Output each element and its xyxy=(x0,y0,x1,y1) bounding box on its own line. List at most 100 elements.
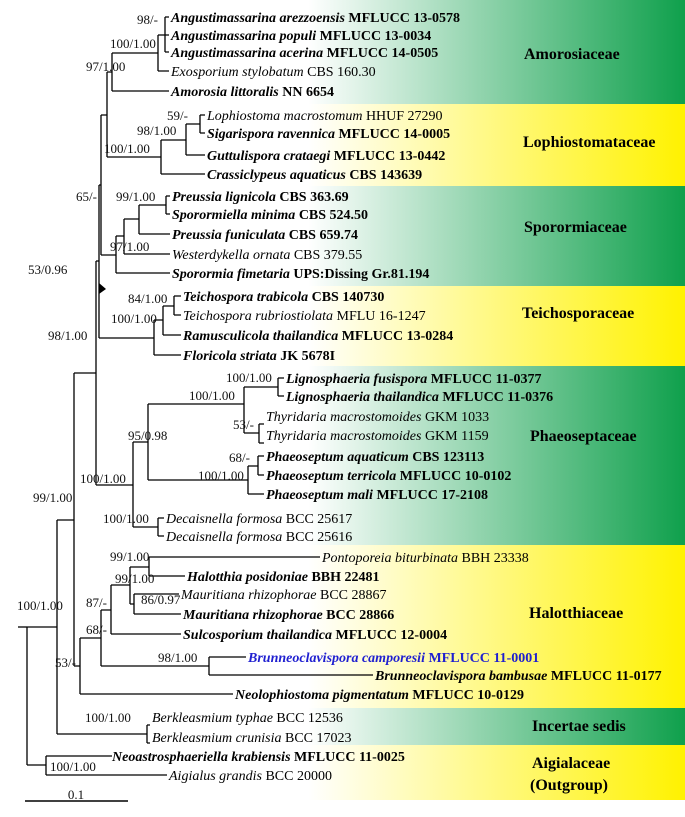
taxon-name: Thyridaria macrostomoides xyxy=(266,429,422,444)
taxon-strain: MFLUCC 17-2108 xyxy=(373,488,488,503)
support-value: 100/1.00 xyxy=(85,710,131,725)
taxon-strain: MFLUCC 11-0377 xyxy=(427,372,541,387)
taxon-name: Teichospora rubriostiolata xyxy=(183,309,333,324)
taxon-strain: MFLUCC 12-0004 xyxy=(332,628,447,643)
family-label: Amorosiaceae xyxy=(524,46,620,63)
taxon-name: Neoastrosphaeriella krabiensis xyxy=(111,750,291,765)
band-lophiostomataceae xyxy=(0,104,685,186)
taxon-label: Exosporium stylobatum CBS 160.30 xyxy=(170,65,376,80)
taxon-name: Pontoporeia biturbinata xyxy=(321,551,458,566)
taxon-name: Neolophiostoma pigmentatum xyxy=(234,688,409,703)
taxon-label: Amorosia littoralis NN 6654 xyxy=(170,85,334,100)
taxon-name: Brunneoclavispora bambusae xyxy=(374,669,547,684)
taxon-strain: MFLU 16-1247 xyxy=(333,309,426,324)
taxon-name: Sigarispora ravennica xyxy=(207,127,335,142)
taxon-strain: NN 6654 xyxy=(279,85,334,100)
taxon-strain: BCC 20000 xyxy=(262,769,332,784)
band-halotthiaceae xyxy=(0,545,685,708)
tree-branches xyxy=(18,16,373,776)
taxon-label: Lignosphaeria fusispora MFLUCC 11-0377 xyxy=(285,372,542,387)
taxon-strain: CBS 160.30 xyxy=(304,65,376,80)
taxon-name: Exosporium stylobatum xyxy=(170,65,304,80)
support-value: 100/1.00 xyxy=(50,759,96,774)
taxon-label: Ramusculicola thailandica MFLUCC 13-0284 xyxy=(182,329,453,344)
taxon-strain: MFLUCC 13-0442 xyxy=(330,149,445,164)
taxon-strain: BBH 23338 xyxy=(458,551,529,566)
taxon-label: Sporormia fimetaria UPS:Dissing Gr.81.19… xyxy=(172,267,429,282)
taxon-strain: BCC 28867 xyxy=(316,588,386,603)
family-label: Phaeoseptaceae xyxy=(530,428,637,445)
taxon-label: Preussia funiculata CBS 659.74 xyxy=(172,228,358,243)
family-bands xyxy=(0,0,685,800)
support-value: 86/0.97 xyxy=(141,592,181,607)
support-value: 53/- xyxy=(55,655,76,670)
support-value: 98/1.00 xyxy=(137,123,176,138)
scale-bar-label: 0.1 xyxy=(68,787,84,802)
support-value: 87/- xyxy=(86,595,107,610)
support-value: 68/- xyxy=(86,622,107,637)
taxon-strain: MFLUCC 11-0001 xyxy=(425,651,539,666)
taxon-strain: CBS 659.74 xyxy=(285,228,358,243)
taxon-label: Neoastrosphaeriella krabiensis MFLUCC 11… xyxy=(111,750,405,765)
taxon-strain: CBS 140730 xyxy=(308,290,384,305)
taxon-strain: CBS 123113 xyxy=(409,450,484,465)
family-label: Aigialaceae xyxy=(532,755,610,772)
taxon-label: Sporormiella minima CBS 524.50 xyxy=(172,208,368,223)
taxa-labels: Angustimassarina arezzoensis MFLUCC 13-0… xyxy=(111,11,662,784)
taxon-strain: BCC 25617 xyxy=(282,512,352,527)
taxon-name: Mauritiana rhizophorae xyxy=(180,588,316,603)
support-value: 65/- xyxy=(76,189,97,204)
taxon-name: Teichospora trabicola xyxy=(183,290,308,305)
taxon-label: Brunneoclavispora bambusae MFLUCC 11-017… xyxy=(374,669,662,684)
taxon-name: Preussia lignicola xyxy=(172,190,276,205)
taxon-label: Halotthia posidoniae BBH 22481 xyxy=(186,570,380,585)
taxon-label: Sigarispora ravennica MFLUCC 14-0005 xyxy=(207,127,450,142)
taxon-strain: UPS:Dissing Gr.81.194 xyxy=(290,267,430,282)
taxon-name: Preussia funiculata xyxy=(172,228,285,243)
taxon-name: Decaisnella formosa xyxy=(165,512,282,527)
band-incertae-sedis xyxy=(0,708,685,745)
taxon-strain: MFLUCC 10-0129 xyxy=(409,688,524,703)
taxon-strain: BCC 25616 xyxy=(282,530,352,545)
taxon-label: Thyridaria macrostomoides GKM 1033 xyxy=(266,410,489,425)
taxon-strain: MFLUCC 13-0034 xyxy=(316,29,431,44)
taxon-label: Teichospora trabicola CBS 140730 xyxy=(183,290,384,305)
taxon-strain: CBS 379.55 xyxy=(290,248,362,263)
support-value: 100/1.00 xyxy=(226,370,272,385)
taxon-name: Berkleasmium typhae xyxy=(152,711,273,726)
family-label-sub: (Outgroup) xyxy=(530,777,608,794)
family-label: Lophiostomataceae xyxy=(523,134,655,151)
taxon-name: Lignosphaeria thailandica xyxy=(285,390,439,405)
support-value: 99/1.00 xyxy=(33,490,72,505)
support-value: 99/1.00 xyxy=(110,549,149,564)
taxon-label: Angustimassarina populi MFLUCC 13-0034 xyxy=(170,29,431,44)
support-values: 98/-100/1.0097/1.0059/-98/1.00100/1.0099… xyxy=(17,12,272,774)
taxon-strain: MFLUCC 11-0025 xyxy=(291,750,405,765)
support-value: 100/1.00 xyxy=(104,141,150,156)
taxon-name: Aigialus grandis xyxy=(168,769,263,784)
taxon-name: Crassiclypeus aquaticus xyxy=(207,168,346,183)
taxon-name: Brunneoclavispora camporesii xyxy=(247,651,425,666)
taxon-strain: BCC 12536 xyxy=(273,711,343,726)
taxon-label: Mauritiana rhizophorae BCC 28866 xyxy=(182,608,394,623)
taxon-label: Brunneoclavispora camporesii MFLUCC 11-0… xyxy=(247,651,539,666)
taxon-strain: GKM 1033 xyxy=(421,410,489,425)
taxon-name: Phaeoseptum terricola xyxy=(266,469,396,484)
support-value: 100/1.00 xyxy=(189,388,235,403)
support-value: 68/- xyxy=(229,450,250,465)
taxon-strain: HHUF 27290 xyxy=(362,109,442,124)
taxon-name: Angustimassarina populi xyxy=(170,29,316,44)
taxon-label: Thyridaria macrostomoides GKM 1159 xyxy=(266,429,489,444)
support-value: 100/1.00 xyxy=(110,36,156,51)
taxon-label: Teichospora rubriostiolata MFLU 16-1247 xyxy=(183,309,426,324)
taxon-label: Phaeoseptum terricola MFLUCC 10-0102 xyxy=(266,469,511,484)
family-labels: AmorosiaceaeLophiostomataceaeSporormiace… xyxy=(522,46,655,794)
band-aigialaceae xyxy=(0,745,685,800)
taxon-strain: BBH 22481 xyxy=(308,570,380,585)
taxon-strain: JK 5678I xyxy=(277,349,335,364)
support-value: 99/1.00 xyxy=(115,571,154,586)
support-value: 100/1.00 xyxy=(80,471,126,486)
support-value: 97/1.00 xyxy=(110,239,149,254)
taxon-name: Phaeoseptum mali xyxy=(266,488,373,503)
